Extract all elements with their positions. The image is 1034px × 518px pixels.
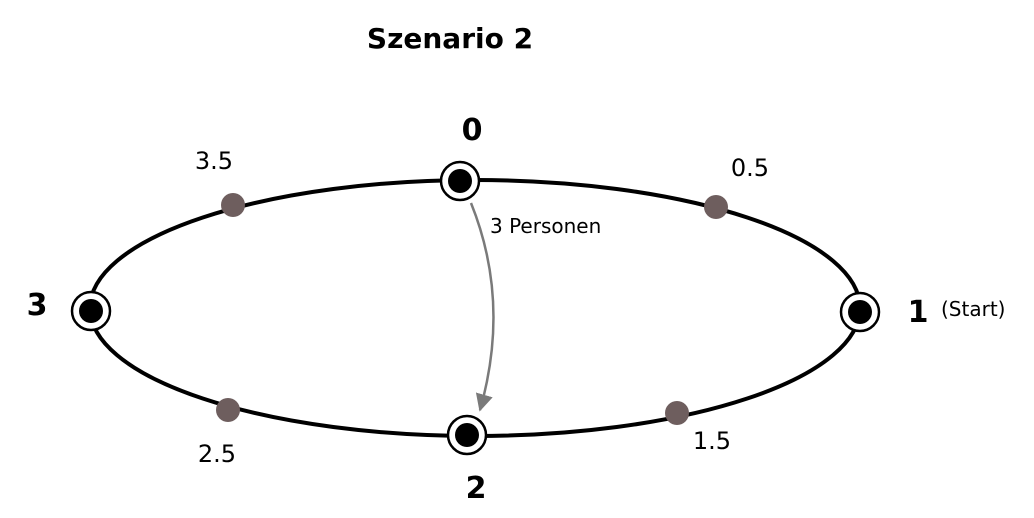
diagram-title: Szenario 2: [367, 22, 533, 55]
loop-track: [88, 178, 862, 438]
stop-label-3: 3: [27, 288, 48, 323]
stop-label-0: 0: [462, 113, 483, 148]
midpoint-label-0-5: 0.5: [731, 154, 769, 182]
midpoint-label-3-5: 3.5: [195, 147, 233, 175]
stop-marker-3: [70, 290, 112, 332]
midpoint-label-1-5: 1.5: [693, 427, 731, 455]
transfer-arrow: [469, 202, 495, 412]
midpoint-marker-3-5: [221, 193, 245, 217]
stop-note-start: (Start): [941, 297, 1005, 321]
midpoint-marker-0-5: [704, 195, 728, 219]
stop-label-2: 2: [466, 471, 487, 506]
stop-marker-1: [839, 291, 881, 333]
transfer-arrow-label: 3 Personen: [490, 214, 601, 238]
stop-marker-0: [439, 160, 481, 202]
midpoint-marker-1-5: [665, 401, 689, 425]
stop-label-1: 1: [908, 295, 929, 330]
stop-marker-2: [446, 414, 488, 456]
midpoint-marker-2-5: [216, 398, 240, 422]
midpoint-label-2-5: 2.5: [198, 440, 236, 468]
